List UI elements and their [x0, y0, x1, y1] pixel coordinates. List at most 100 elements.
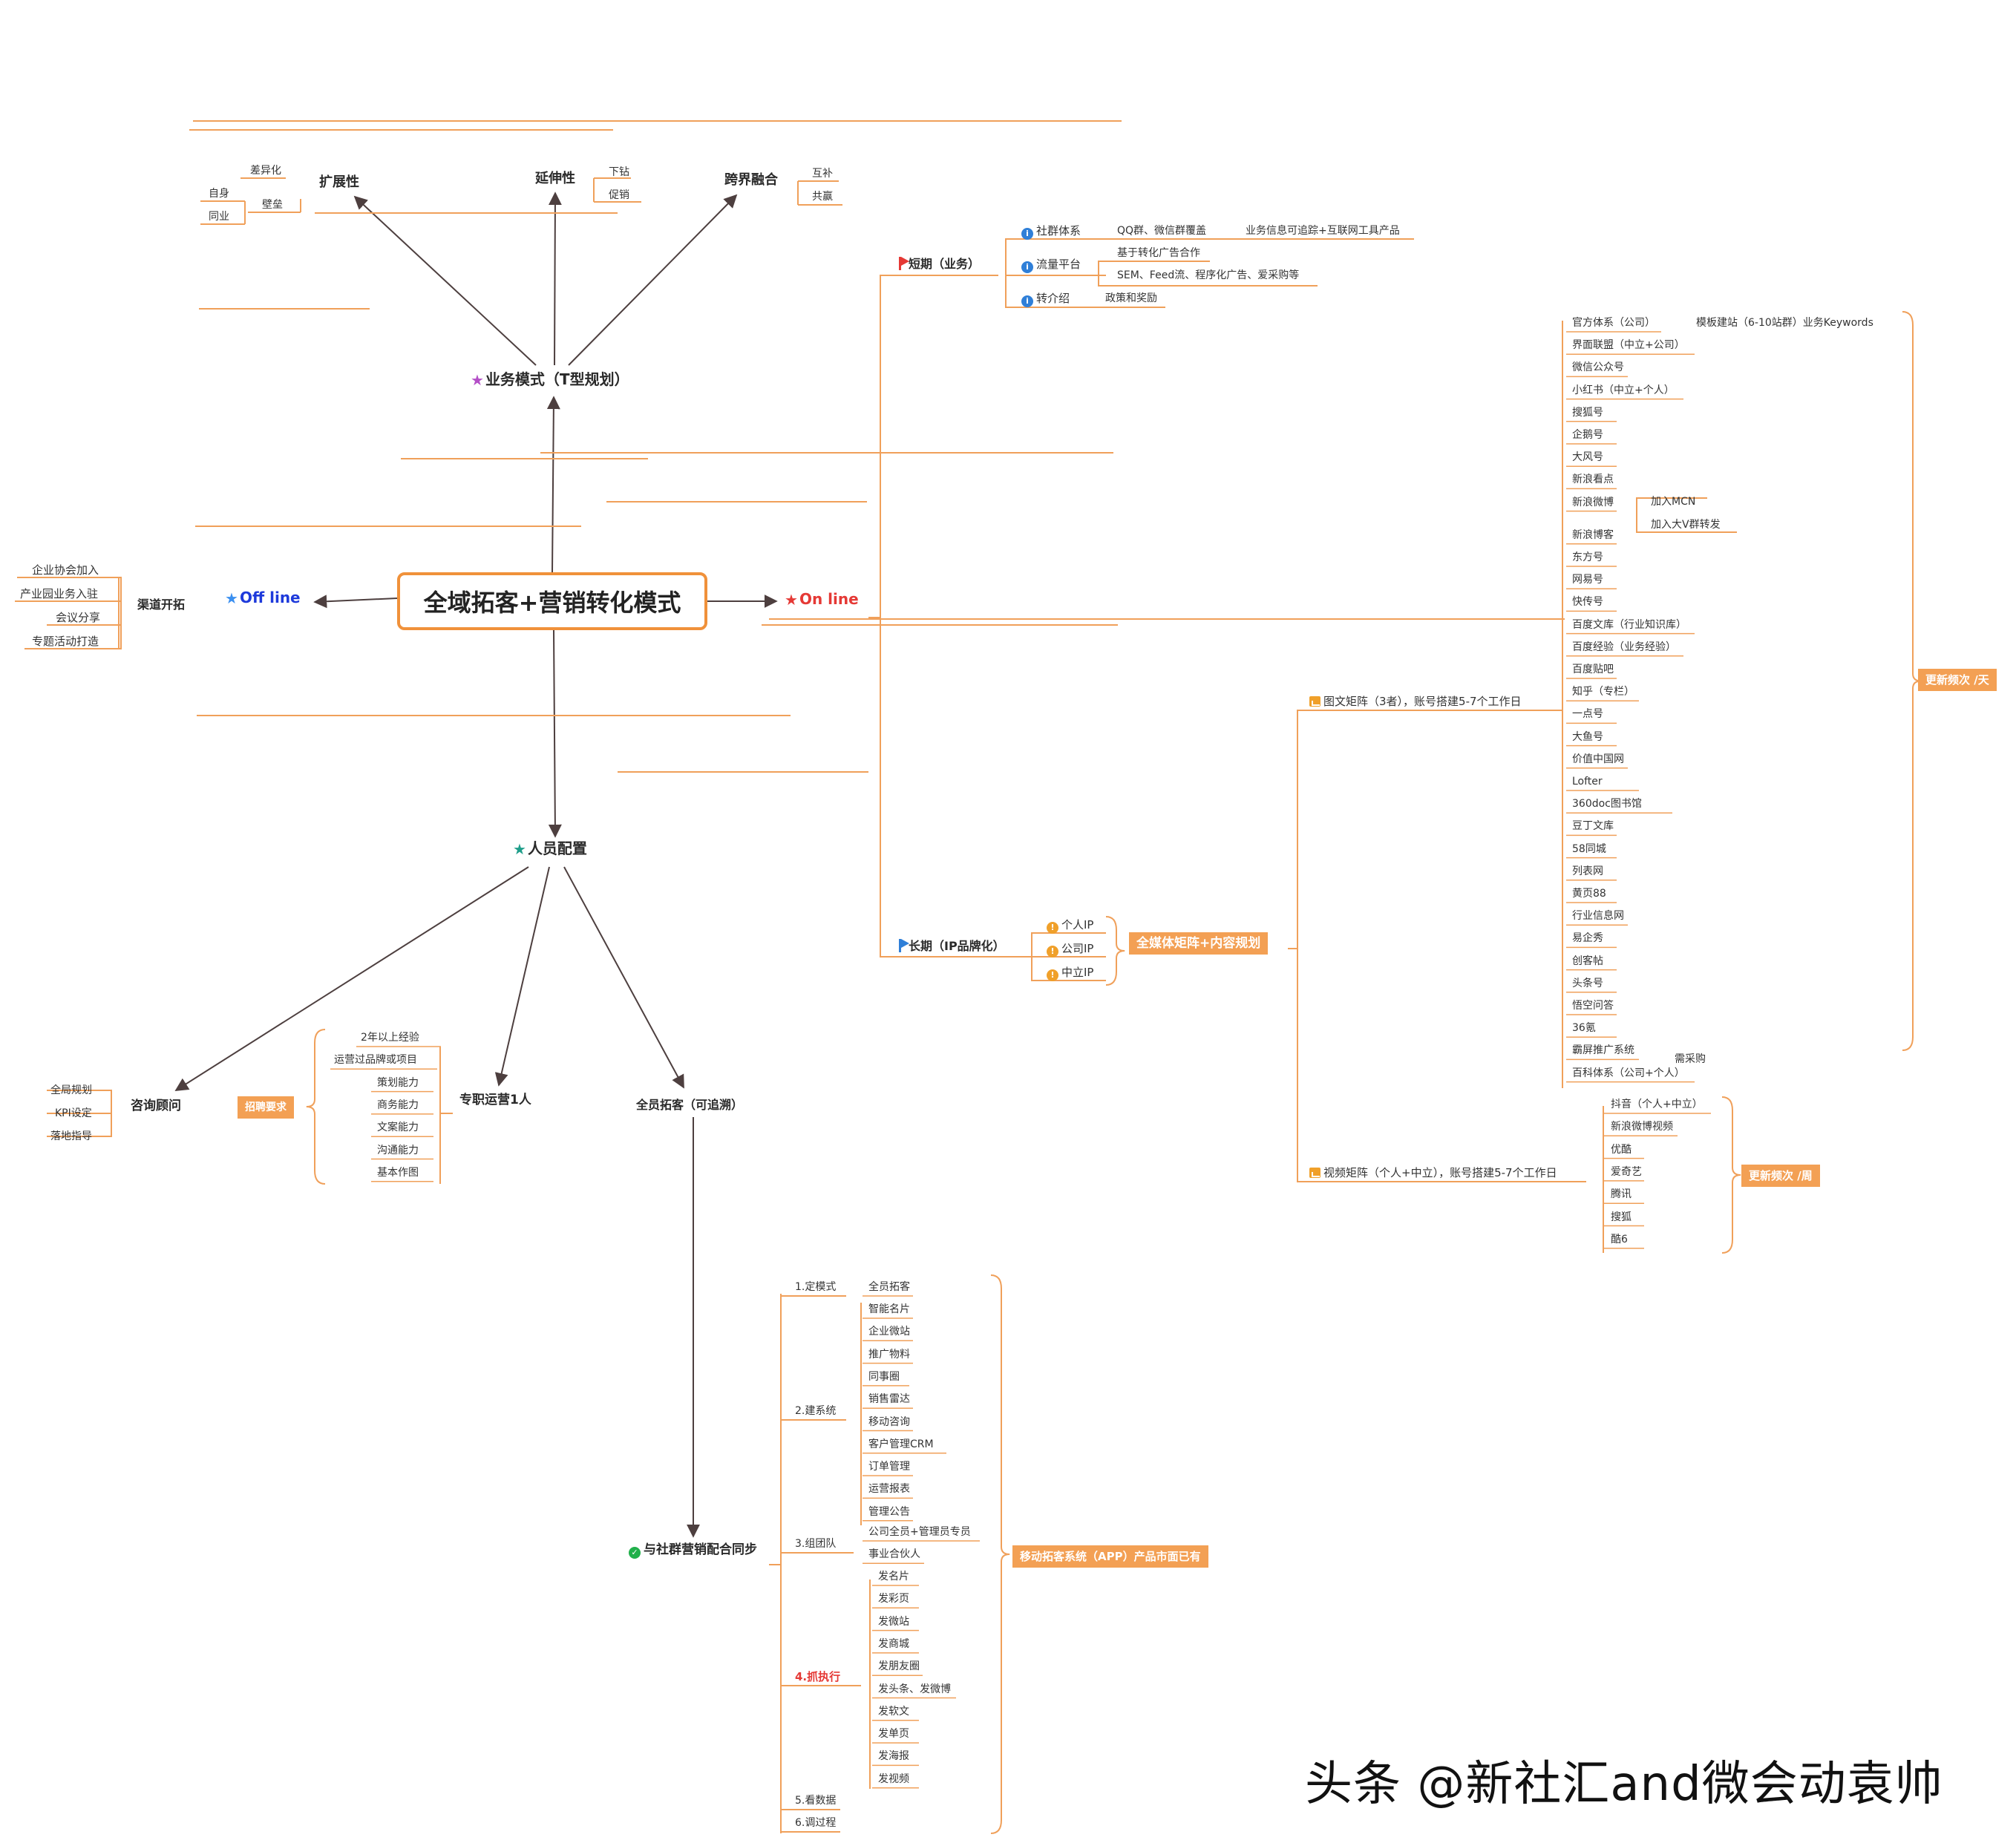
sync-node[interactable]: ✓与社群营销配合同步	[629, 1542, 757, 1559]
extend-drill: 下钻	[609, 166, 629, 178]
expand-node[interactable]: 扩展性	[319, 174, 359, 190]
operator-item: 基本作图	[377, 1166, 419, 1179]
summary-brace	[990, 1274, 1010, 1834]
media-matrix-tag[interactable]: 全媒体矩阵+内容规划	[1129, 932, 1269, 955]
connector	[85, 1106, 112, 1137]
video-matrix-item: 优酷	[1611, 1143, 1632, 1156]
step-item: 公司全员+管理员专员	[868, 1526, 971, 1538]
expand-peer: 同业	[209, 211, 229, 223]
step-item: 事业合伙人	[868, 1548, 920, 1561]
connector	[1031, 957, 1106, 981]
check-icon: ✓	[629, 1547, 641, 1559]
offline-item: 产业园业务入驻	[20, 587, 99, 600]
step-item: 发朋友圈	[878, 1660, 920, 1673]
arrow-connector	[563, 866, 684, 1089]
text-matrix-node[interactable]: 图文矩阵（3者），账号搭建5-7个工作日	[1309, 694, 1522, 709]
text-matrix-item: 58同城	[1572, 842, 1606, 855]
arrow-connector	[313, 595, 398, 609]
connector	[1297, 710, 1548, 949]
ip-node[interactable]: !公司IP	[1047, 941, 1093, 957]
all-staff-node[interactable]: 全员拓客（可追溯）	[636, 1098, 744, 1112]
chart-icon	[1309, 1168, 1320, 1178]
video-matrix-item: 腾讯	[1611, 1188, 1632, 1201]
chart-icon	[1309, 696, 1320, 707]
warning-icon: !	[1047, 946, 1058, 957]
star-icon: ★	[785, 591, 798, 609]
text-matrix-item: 新浪微博	[1572, 496, 1614, 508]
cross-win: 共赢	[812, 191, 833, 203]
step-2[interactable]: 2.建系统	[795, 1405, 837, 1417]
text-matrix-item: 行业信息网	[1572, 910, 1624, 923]
offline-node[interactable]: ★Off line	[225, 589, 301, 607]
step-item: 移动咨询	[868, 1415, 910, 1428]
official-sub: 模板建站（6-10站群）业务Keywords	[1696, 317, 1873, 329]
long-term-node[interactable]: 长期（IP品牌化）	[899, 939, 1005, 954]
ip-node[interactable]: !个人IP	[1047, 917, 1093, 934]
step-3[interactable]: 3.组团队	[795, 1538, 837, 1550]
arrow-connector	[353, 195, 537, 366]
operator-item: 运营过品牌或项目	[334, 1054, 417, 1067]
recruit-tag: 招聘要求	[238, 1096, 294, 1119]
online-node[interactable]: ★On line	[785, 590, 859, 609]
community-sub: 业务信息可追踪+互联网工具产品	[1246, 225, 1400, 237]
text-matrix-item: 悟空问答	[1572, 1000, 1614, 1012]
arrow-connector	[548, 629, 562, 838]
business-model-node[interactable]: ★业务模式（T型规划）	[471, 370, 629, 389]
text-matrix-item: 豆丁文库	[1572, 820, 1614, 833]
info-icon: i	[1021, 228, 1033, 240]
consultant-item: KPI设定	[55, 1107, 92, 1119]
connector	[880, 618, 894, 957]
text-matrix-item: 百度经验（业务经验）	[1572, 641, 1676, 653]
channel-node[interactable]: 渠道开拓	[137, 598, 186, 612]
step-item: 销售雷达	[868, 1393, 910, 1406]
text-matrix-item: 微信公众号	[1572, 361, 1624, 374]
consultant-node[interactable]: 咨询顾问	[131, 1099, 181, 1113]
connector	[1636, 497, 1707, 516]
step-6[interactable]: 6.调过程	[795, 1817, 837, 1829]
update-freq-weekly: 更新频次 /周	[1741, 1165, 1820, 1187]
video-matrix-item: 新浪微博视频	[1611, 1121, 1673, 1133]
step-item: 发软文	[878, 1705, 909, 1718]
text-matrix-item: 黄页88	[1572, 888, 1606, 900]
text-matrix-item: 企鹅号	[1572, 429, 1603, 441]
text-matrix-item: 百度文库（行业知识库）	[1572, 618, 1686, 631]
offline-item: 专题活动打造	[32, 635, 99, 648]
operator-item: 文案能力	[377, 1122, 419, 1134]
step-item: 客户管理CRM	[868, 1438, 934, 1450]
connector	[85, 1090, 112, 1106]
step-1[interactable]: 1.定模式	[795, 1281, 837, 1293]
connector	[1297, 949, 1586, 1182]
step-item: 发商城	[878, 1637, 909, 1650]
star-icon: ★	[513, 840, 526, 858]
operator-node[interactable]: 专职运营1人	[459, 1093, 531, 1107]
step-5[interactable]: 5.看数据	[795, 1795, 837, 1807]
text-matrix-item: 头条号	[1572, 977, 1603, 989]
red-flag-icon	[899, 257, 909, 270]
text-matrix-item: 东方号	[1572, 551, 1603, 563]
expand-self: 自身	[209, 188, 229, 200]
root-topic[interactable]: 全域拓客+营销转化模式	[397, 572, 707, 630]
cross-comp: 互补	[812, 168, 833, 180]
video-matrix-item: 搜狐	[1611, 1211, 1632, 1223]
operator-item: 沟通能力	[377, 1144, 419, 1156]
cross-node[interactable]: 跨界融合	[724, 172, 778, 188]
connector	[1636, 516, 1737, 533]
connector	[880, 275, 894, 618]
consultant-item: 落地指导	[50, 1130, 92, 1142]
connector	[1098, 275, 1318, 287]
ip-node[interactable]: !中立IP	[1047, 965, 1093, 981]
step-item: 发彩页	[878, 1593, 909, 1605]
video-matrix-node[interactable]: 视频矩阵（个人+中立），账号搭建5-7个工作日	[1309, 1165, 1557, 1180]
info-icon: i	[1021, 295, 1033, 307]
extend-node[interactable]: 延伸性	[535, 171, 575, 186]
step-4[interactable]: 4.抓执行	[795, 1670, 841, 1683]
short-term-node[interactable]: 短期（业务）	[899, 257, 980, 272]
step-item: 发名片	[878, 1571, 909, 1582]
text-matrix-item: 快传号	[1572, 596, 1603, 609]
blue-flag-icon	[899, 939, 909, 952]
text-matrix-item: 霸屏推广系统	[1572, 1044, 1634, 1057]
staff-node[interactable]: ★人员配置	[513, 839, 587, 858]
